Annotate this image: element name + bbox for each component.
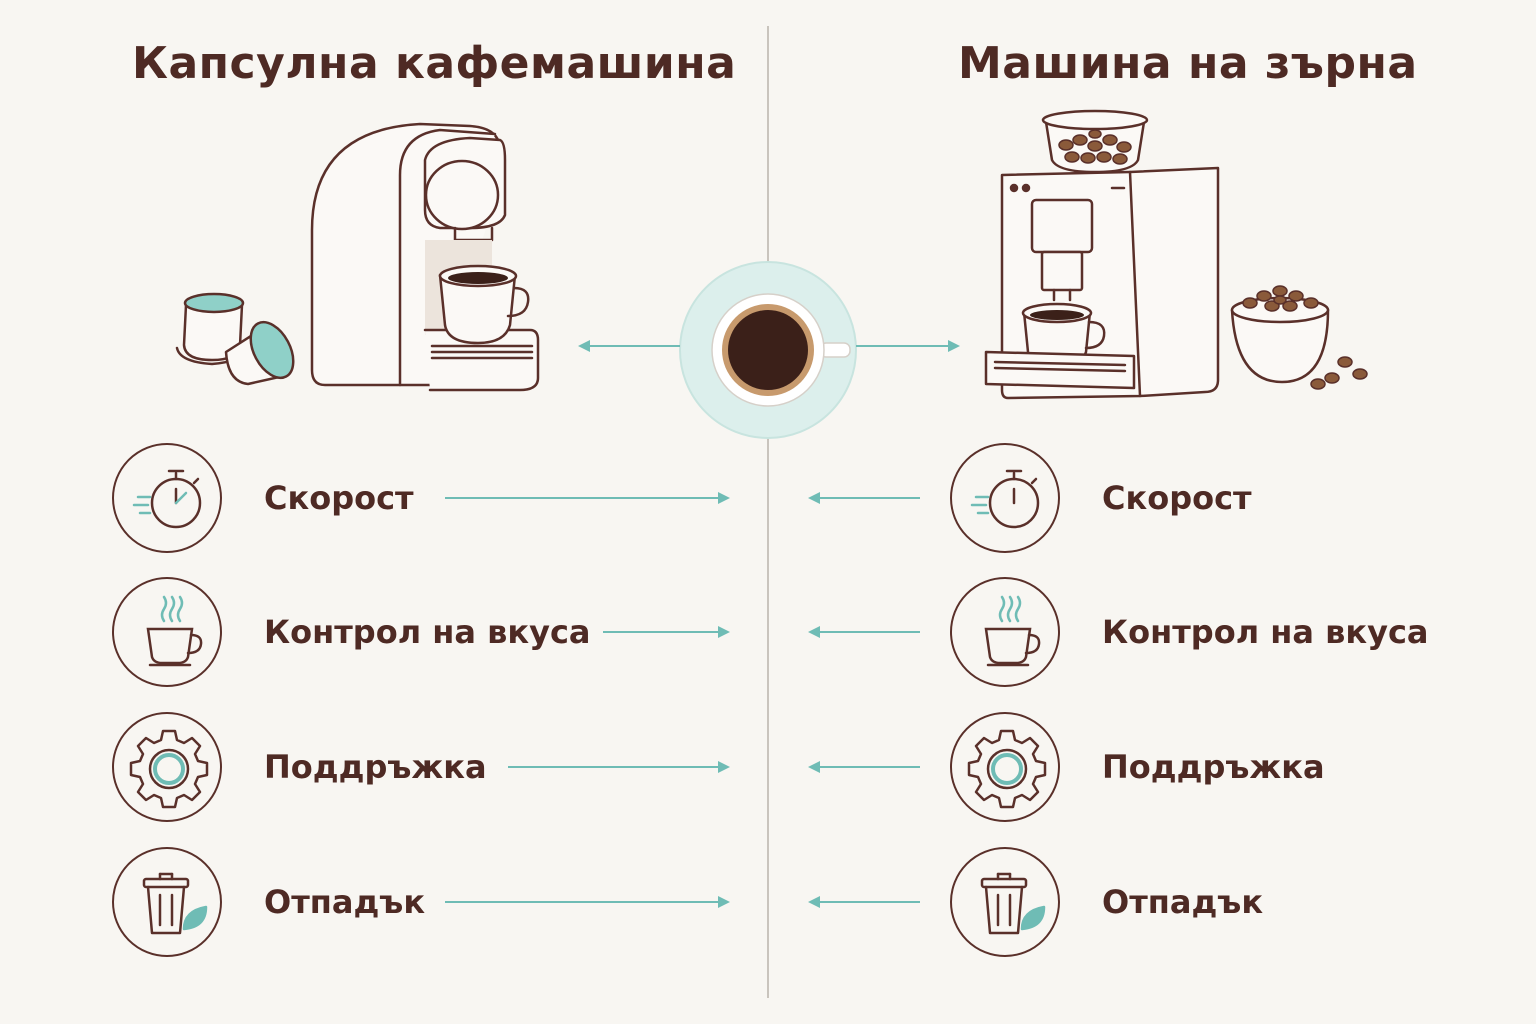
row-label-speed-left: Скорост xyxy=(264,479,414,517)
gear-icon xyxy=(950,712,1060,822)
center-divider xyxy=(767,26,769,998)
row-label-taste-right: Контрол на вкуса xyxy=(1102,613,1429,651)
row-label-speed-right: Скорост xyxy=(1102,479,1252,517)
row-label-waste-left: Отпадък xyxy=(264,883,426,921)
row-arrows xyxy=(445,492,920,908)
bean-machine-title: Машина на зърна xyxy=(958,38,1418,89)
row-label-waste-right: Отпадък xyxy=(1102,883,1264,921)
stopwatch-icon xyxy=(950,443,1060,553)
center-coffee-cup-icon xyxy=(679,261,857,439)
coffee-cup-icon xyxy=(950,577,1060,687)
trash-bin-icon xyxy=(112,847,222,957)
bean-machine-illustration xyxy=(984,109,1368,400)
gear-icon xyxy=(112,712,222,822)
row-label-maintenance-right: Поддръжка xyxy=(1102,748,1325,786)
row-label-taste-left: Контрол на вкуса xyxy=(264,613,591,651)
coffee-cup-icon xyxy=(112,577,222,687)
row-label-maintenance-left: Поддръжка xyxy=(264,748,487,786)
trash-bin-icon xyxy=(950,847,1060,957)
stopwatch-icon xyxy=(112,443,222,553)
center-connectors xyxy=(578,340,960,352)
capsule-machine-title: Капсулна кафемашина xyxy=(132,38,737,89)
capsule-machine-illustration xyxy=(175,122,540,392)
